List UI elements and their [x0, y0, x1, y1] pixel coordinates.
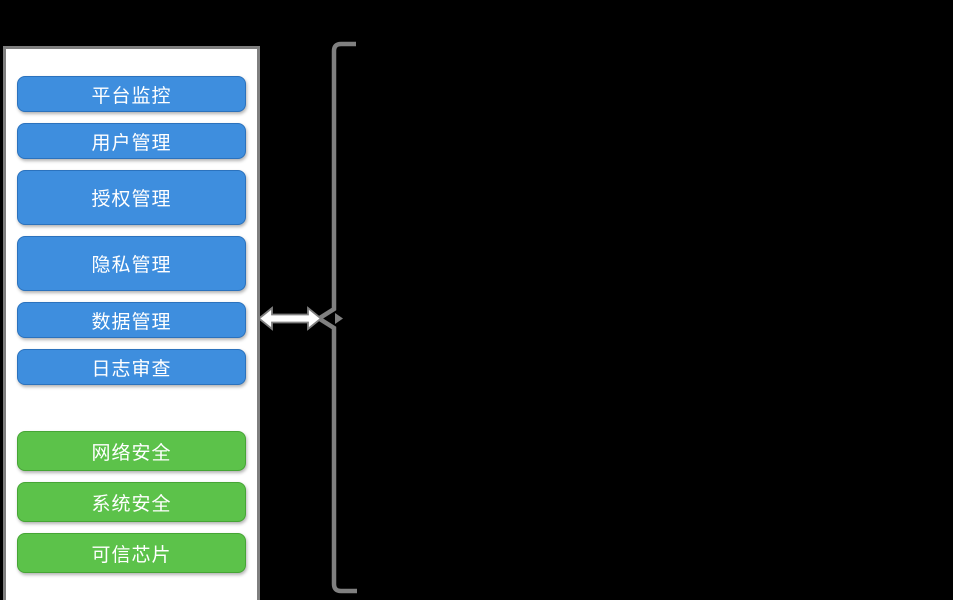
module-button-platform-management-5[interactable]: 日志审查 — [17, 349, 246, 385]
button-group-platform-management: 平台监控用户管理授权管理隐私管理数据管理日志审查 — [6, 76, 257, 396]
module-button-security-2[interactable]: 可信芯片 — [17, 533, 246, 573]
module-button-platform-management-2[interactable]: 授权管理 — [17, 170, 246, 225]
module-button-security-0[interactable]: 网络安全 — [17, 431, 246, 471]
module-button-security-1[interactable]: 系统安全 — [17, 482, 246, 522]
brace-cusp-nub — [335, 313, 343, 324]
module-button-platform-management-1[interactable]: 用户管理 — [17, 123, 246, 159]
module-button-platform-management-4[interactable]: 数据管理 — [17, 302, 246, 338]
module-button-platform-management-0[interactable]: 平台监控 — [17, 76, 246, 112]
module-button-platform-management-3[interactable]: 隐私管理 — [17, 236, 246, 291]
module-panel: 平台监控用户管理授权管理隐私管理数据管理日志审查网络安全系统安全可信芯片 — [3, 46, 260, 600]
button-group-security: 网络安全系统安全可信芯片 — [6, 431, 257, 584]
double-headed-arrow-icon — [257, 306, 323, 331]
curly-brace — [314, 41, 357, 594]
